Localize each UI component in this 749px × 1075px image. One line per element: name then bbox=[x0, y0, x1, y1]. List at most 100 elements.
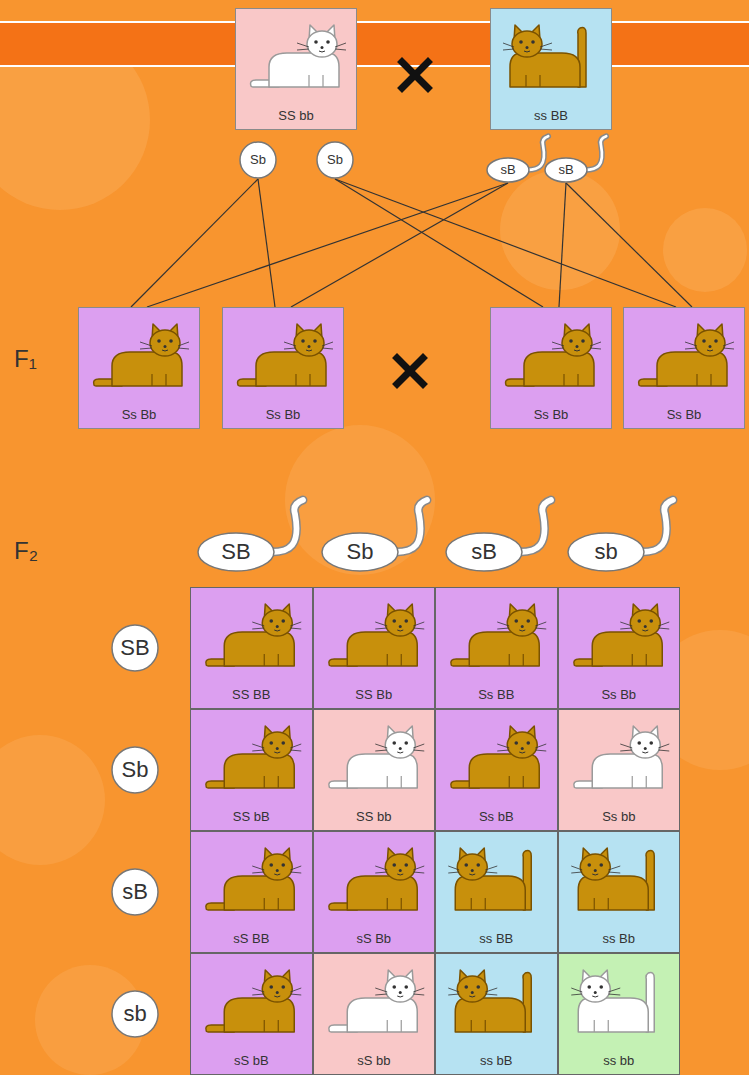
cat-eye bbox=[587, 863, 591, 867]
cat-figure bbox=[206, 726, 301, 788]
cat-body bbox=[269, 53, 339, 87]
cat-eye bbox=[599, 863, 603, 867]
cat-whisker bbox=[571, 988, 582, 992]
cat-nose bbox=[398, 625, 401, 628]
cat-leg bbox=[309, 75, 323, 87]
cat-whisker bbox=[620, 622, 632, 626]
cat-whisker bbox=[497, 750, 509, 751]
inheritance-line bbox=[566, 183, 692, 307]
cat-whisker bbox=[413, 988, 424, 992]
cat-nose bbox=[276, 625, 279, 628]
cat-whisker bbox=[658, 744, 669, 748]
cat-whisker bbox=[413, 994, 424, 995]
cat-head bbox=[457, 854, 487, 880]
header-rule bbox=[0, 21, 749, 23]
sperm-head bbox=[568, 533, 644, 571]
cat-whisker bbox=[290, 744, 301, 748]
genotype-text: Sb bbox=[250, 153, 266, 167]
cat-whisker bbox=[540, 43, 552, 47]
sperm-tail-outline bbox=[396, 500, 427, 552]
cat-leg bbox=[296, 374, 310, 386]
genotype-text: sB bbox=[122, 880, 148, 904]
offspring-box: Ss Bb bbox=[490, 307, 612, 429]
cat-head bbox=[512, 31, 542, 57]
cat-nose bbox=[398, 747, 401, 750]
cat-mouth bbox=[469, 874, 475, 875]
punnett-cell: sS BB bbox=[190, 831, 313, 953]
cat-whisker bbox=[413, 872, 424, 873]
cat-body bbox=[578, 876, 648, 910]
inheritance-line bbox=[147, 183, 508, 307]
cross-stroke bbox=[397, 358, 423, 384]
cat-body bbox=[524, 352, 594, 386]
cat-mouth bbox=[274, 874, 280, 875]
cat-eye bbox=[464, 985, 468, 989]
cat-eye bbox=[526, 741, 530, 745]
cat-eye bbox=[314, 40, 318, 44]
cat-whisker bbox=[503, 43, 514, 47]
cat-eye bbox=[519, 40, 523, 44]
cat-eye bbox=[301, 339, 305, 343]
cat-whisker bbox=[485, 866, 497, 870]
genotype-text: Ss BB bbox=[478, 688, 514, 702]
punnett-cell: SS Bb bbox=[313, 587, 436, 709]
cat-whisker bbox=[178, 342, 189, 346]
cat-whisker bbox=[252, 988, 264, 992]
cat-mouth bbox=[319, 51, 325, 52]
cat-body bbox=[455, 998, 525, 1032]
cat-whisker bbox=[140, 342, 152, 346]
cat-head bbox=[294, 330, 324, 356]
cat-body bbox=[347, 998, 417, 1032]
cat-whisker bbox=[723, 342, 734, 346]
cat-whisker bbox=[375, 622, 387, 626]
genotype-text: ss BB bbox=[479, 932, 513, 946]
inheritance-line bbox=[559, 183, 566, 307]
cat-nose bbox=[471, 991, 474, 994]
cat-leg bbox=[264, 776, 278, 788]
cat-whisker bbox=[375, 872, 387, 873]
cat-eye bbox=[281, 741, 285, 745]
cat-figure bbox=[571, 848, 654, 910]
cat-whisker bbox=[297, 49, 309, 50]
cat-eye bbox=[526, 619, 530, 623]
cat-nose bbox=[526, 46, 529, 49]
cat-body bbox=[510, 53, 580, 87]
cat-whisker bbox=[284, 348, 296, 349]
cat-eye bbox=[476, 863, 480, 867]
cat-whisker bbox=[375, 744, 387, 748]
decor-circle bbox=[663, 208, 747, 292]
decor-circle bbox=[0, 735, 105, 865]
cat-nose bbox=[643, 747, 646, 750]
cat-whisker bbox=[252, 622, 264, 626]
cat-eye bbox=[281, 985, 285, 989]
sperm-gamete: sB bbox=[544, 157, 588, 183]
cat-whisker bbox=[290, 750, 301, 751]
sperm-head bbox=[446, 533, 522, 571]
egg-outline bbox=[112, 747, 158, 793]
sperm-head bbox=[198, 533, 274, 571]
cat-whisker bbox=[658, 628, 669, 629]
genotype-text: ss Bb bbox=[602, 932, 635, 946]
cat-figure bbox=[328, 970, 423, 1032]
cat-leg bbox=[387, 898, 401, 910]
cat-whisker bbox=[375, 750, 387, 751]
cross-stroke bbox=[397, 358, 423, 384]
cat-whisker bbox=[284, 342, 296, 346]
cat-mouth bbox=[306, 350, 312, 351]
parent-box: SS bb bbox=[235, 8, 357, 130]
cat-head bbox=[630, 610, 660, 636]
cat-whisker bbox=[540, 49, 552, 50]
cat-eye bbox=[587, 985, 591, 989]
cat-figure bbox=[94, 324, 189, 386]
generation-label: F₁ bbox=[14, 345, 37, 373]
genotype-text: SS BB bbox=[232, 688, 270, 702]
cat-eye bbox=[702, 339, 706, 343]
cat-whisker bbox=[552, 348, 564, 349]
inheritance-line bbox=[335, 179, 676, 307]
cat-nose bbox=[593, 869, 596, 872]
cat-head bbox=[457, 976, 487, 1002]
cat-whisker bbox=[590, 342, 601, 346]
genotype-text: Ss Bb bbox=[266, 408, 301, 422]
cat-body bbox=[224, 754, 294, 788]
cat-head bbox=[562, 330, 592, 356]
